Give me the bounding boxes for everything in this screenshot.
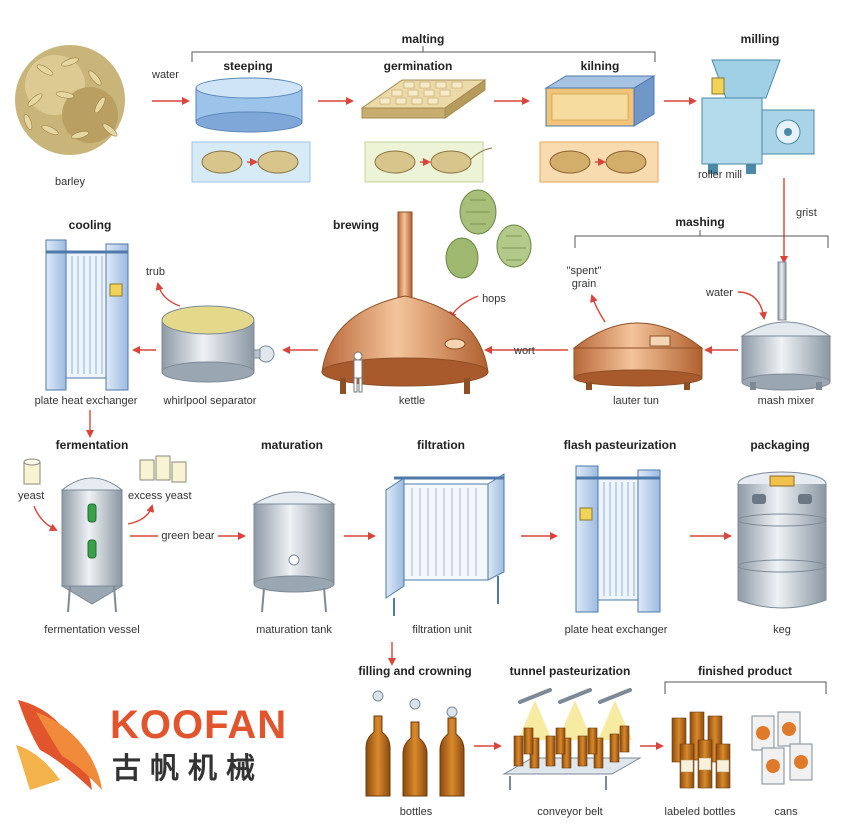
cans-illustration — [751, 711, 813, 785]
arrow-yeast — [33, 505, 58, 531]
germination-grain-detail — [364, 141, 493, 183]
whirlpool-separator — [161, 305, 275, 383]
lauter-tun — [572, 322, 704, 390]
plate-heat-exchanger-cooling — [45, 239, 129, 391]
keg — [737, 471, 827, 609]
arrow-water-mash — [737, 291, 768, 320]
keg-label: keg — [773, 624, 791, 636]
mash-mixer-label: mash mixer — [758, 395, 815, 407]
section-title-finished-product: finished product — [698, 664, 792, 678]
germination-tray — [360, 79, 487, 119]
lauter-tun-label: lauter tun — [613, 395, 659, 407]
kilning-grain-detail — [539, 141, 659, 183]
section-title-filling-and-crowning: filling and crowning — [358, 664, 471, 678]
section-title-maturation: maturation — [261, 438, 323, 452]
arrow-excess-yeast — [127, 504, 155, 525]
arrow-hops-kettle — [449, 295, 479, 320]
plate-heat-exchanger-flash — [575, 465, 661, 613]
section-title-milling: milling — [741, 32, 780, 46]
kilning-oven — [544, 75, 656, 127]
section-title-flash-pasteurization: flash pasteurization — [564, 438, 677, 452]
labeled-bottles-label: labeled bottles — [665, 806, 736, 818]
kettle-label: kettle — [399, 395, 425, 407]
roller-mill — [701, 59, 815, 174]
green-beer-label: green bear — [161, 530, 215, 542]
section-title-malting: malting — [402, 32, 445, 46]
brand-name: KOOFAN — [110, 703, 287, 747]
roller-mill-label: roller mill — [698, 169, 742, 181]
steeping-tank — [195, 77, 303, 133]
wort-label: wort — [513, 345, 535, 357]
spent-grain-label-2: grain — [572, 278, 596, 290]
labeled-bottles-illustration — [671, 711, 731, 789]
barley-label: barley — [55, 176, 85, 188]
section-title-tunnel-pasteurization: tunnel pasteurization — [510, 664, 631, 678]
plate-heat-exchanger-label-1: plate heat exchanger — [35, 395, 138, 407]
section-title-cooling: cooling — [69, 218, 112, 232]
koofan-logo — [16, 700, 102, 790]
bottles-label: bottles — [400, 806, 433, 818]
excess-yeast-label: excess yeast — [128, 490, 192, 502]
cans-label: cans — [774, 806, 798, 818]
filtration-unit — [385, 473, 505, 616]
arrow-spent-grain — [590, 294, 606, 323]
filtration-unit-label: filtration unit — [412, 624, 471, 636]
step-title-kilning: kilning — [581, 59, 620, 73]
section-title-filtration: filtration — [417, 438, 465, 452]
yeast-label: yeast — [18, 490, 44, 502]
step-title-steeping: steeping — [223, 59, 272, 73]
excess-yeast-glasses — [139, 455, 187, 483]
trub-label: trub — [146, 266, 165, 278]
hops-label: hops — [482, 293, 506, 305]
maturation-tank — [252, 491, 336, 613]
section-title-packaging: packaging — [750, 438, 809, 452]
tunnel-pasteurizer — [502, 688, 642, 790]
section-title-fermentation: fermentation — [56, 438, 129, 452]
maturation-tank-label: maturation tank — [256, 624, 332, 636]
bottles-illustration — [365, 690, 465, 797]
fermentation-vessel-label: fermentation vessel — [44, 624, 139, 636]
spent-grain-label: "spent" — [567, 265, 602, 277]
fermentation-vessel — [60, 477, 124, 613]
hops-illustration — [445, 189, 532, 279]
step-title-germination: germination — [384, 59, 453, 73]
brand-name-cn: 古帆机械 — [112, 751, 264, 785]
plate-heat-exchanger-label-2: plate heat exchanger — [565, 624, 668, 636]
section-title-mashing: mashing — [675, 215, 724, 229]
mash-mixer — [740, 261, 832, 391]
yeast-glass — [23, 458, 41, 485]
finished-product-bracket — [664, 681, 827, 694]
section-title-brewing: brewing — [333, 218, 379, 232]
barley-illustration — [15, 45, 125, 155]
mashing-bracket — [574, 235, 829, 248]
water-label-2: water — [705, 287, 733, 299]
whirlpool-separator-label: whirlpool separator — [163, 395, 257, 407]
arrow-trub — [155, 282, 181, 307]
conveyor-belt-label: conveyor belt — [537, 806, 602, 818]
water-label-1: water — [151, 69, 179, 81]
grist-label: grist — [796, 207, 817, 219]
steeping-grain-detail — [191, 141, 311, 183]
brew-kettle — [321, 211, 489, 394]
